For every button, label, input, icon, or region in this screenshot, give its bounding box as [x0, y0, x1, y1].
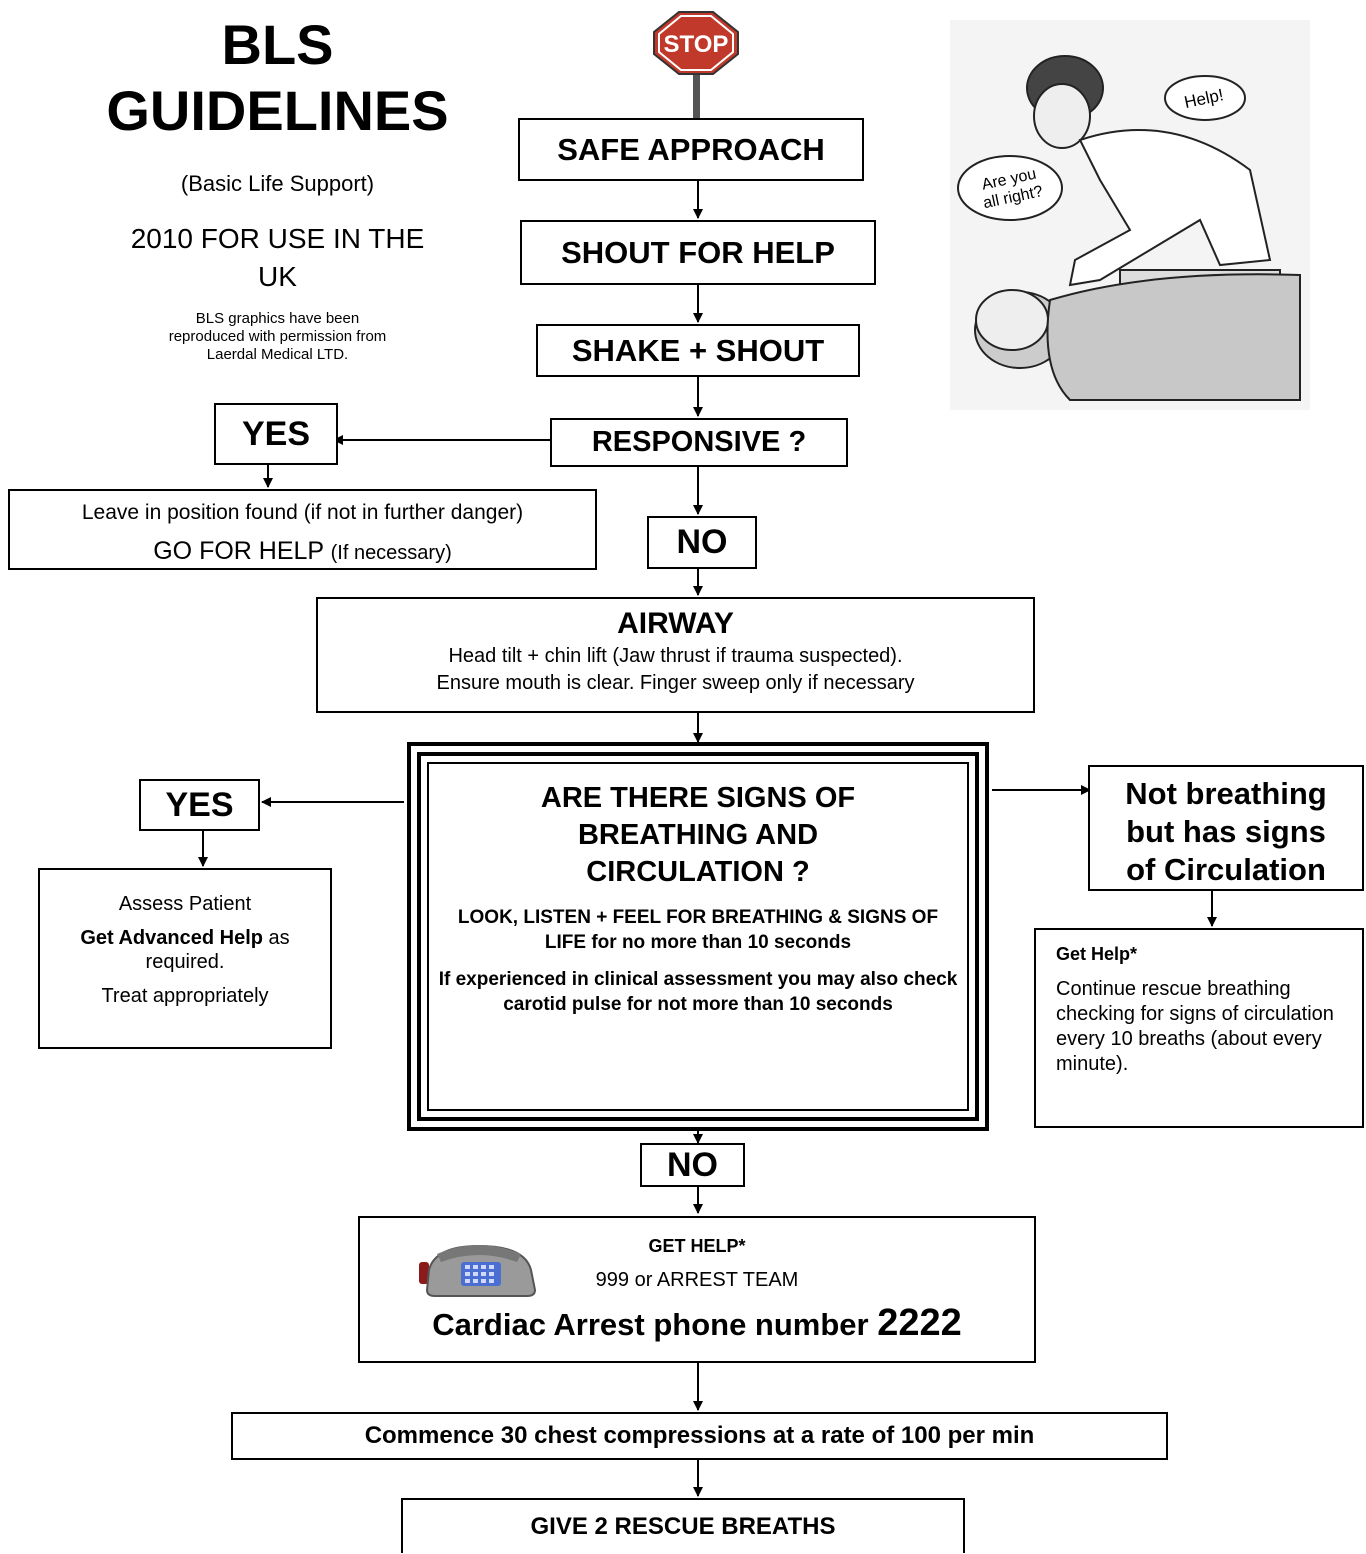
compressions-box: Commence 30 chest compressions at a rate…: [231, 1412, 1168, 1460]
go-for-help-text: GO FOR HELP: [153, 537, 324, 565]
not-breathing-line-3: of Circulation: [1126, 852, 1326, 887]
rescuer-illustration: Help! Are you all right?: [950, 20, 1310, 410]
airway-line-2: Ensure mouth is clear. Finger sweep only…: [436, 672, 915, 694]
assess-line-2: Get Advanced Help as required.: [48, 926, 322, 974]
stop-sign-icon: STOP: [653, 11, 739, 75]
leave-in-position-box: Leave in position found (if not in furth…: [8, 489, 597, 570]
cardiac-arrest-number: 2222: [877, 1302, 962, 1344]
as-required-text: as required.: [145, 927, 290, 973]
get-help-box: GET HELP* 999 or ARREST TEAM Cardiac Arr…: [358, 1216, 1036, 1363]
stop-sign-pole: [693, 70, 700, 118]
credit-line-3: Laerdal Medical LTD.: [206, 346, 349, 363]
year-note: 2010 FOR USE IN THE UK: [40, 220, 515, 296]
help-bubble: [1164, 75, 1246, 121]
airway-title: AIRWAY: [617, 607, 734, 640]
year-line-1: 2010 FOR USE IN THE: [130, 223, 425, 254]
yes-breathing-box: YES: [139, 779, 260, 831]
leave-line-1: Leave in position found (if not in furth…: [81, 501, 524, 524]
signs-title-line-1: ARE THERE SIGNS OF: [540, 782, 856, 814]
cardiac-arrest-line: Cardiac Arrest phone number 2222: [360, 1302, 1034, 1345]
airway-box: AIRWAY Head tilt + chin lift (Jaw thrust…: [316, 597, 1035, 713]
get-help-right-title: Get Help*: [1056, 944, 1138, 964]
airway-line-1: Head tilt + chin lift (Jaw thrust if tra…: [448, 645, 903, 667]
rescue-breathing-box: Get Help* Continue rescue breathing chec…: [1034, 928, 1364, 1128]
credit-line-1: BLS graphics have been: [195, 310, 360, 327]
if-necessary-text: (If necessary): [330, 542, 452, 564]
safe-approach-box: SAFE APPROACH: [518, 118, 864, 181]
get-help-title: GET HELP*: [648, 1236, 746, 1256]
not-breathing-box: Not breathing but has signs of Circulati…: [1088, 765, 1364, 891]
signs-look-text: LOOK, LISTEN + FEEL FOR BREATHING & SIGN…: [457, 907, 939, 953]
signs-box-outer: ARE THERE SIGNS OF BREATHING AND CIRCULA…: [407, 742, 989, 1131]
shake-shout-box: SHAKE + SHOUT: [536, 324, 860, 377]
no-breathing-box: NO: [640, 1143, 745, 1187]
cardiac-arrest-text: Cardiac Arrest phone number: [432, 1307, 878, 1342]
page-title: BLS GUIDELINES: [40, 12, 515, 144]
signs-experienced-text: If experienced in clinical assessment yo…: [438, 969, 958, 1015]
continue-rescue-text: Continue rescue breathing checking for s…: [1056, 978, 1334, 1075]
get-help-number: 999 or ARREST TEAM: [595, 1269, 799, 1291]
rescue-breaths-box: GIVE 2 RESCUE BREATHS: [401, 1498, 965, 1553]
leave-line-2: GO FOR HELP (If necessary): [10, 537, 595, 566]
signs-title-line-3: CIRCULATION ?: [586, 856, 810, 888]
title-line-1: BLS: [221, 13, 334, 76]
question-bubble: [957, 155, 1063, 221]
rescuer-face: [1033, 83, 1091, 149]
shout-for-help-box: SHOUT FOR HELP: [520, 220, 876, 285]
signs-title-line-2: BREATHING AND: [577, 819, 819, 851]
signs-box-middle: ARE THERE SIGNS OF BREATHING AND CIRCULA…: [417, 752, 979, 1121]
assess-line-3: Treat appropriately: [101, 985, 269, 1007]
assess-line-1: Assess Patient: [118, 893, 252, 915]
responsive-box: RESPONSIVE ?: [550, 418, 848, 467]
patient-body: [1046, 273, 1301, 401]
patient-face: [975, 289, 1049, 351]
signs-title: ARE THERE SIGNS OF BREATHING AND CIRCULA…: [429, 780, 967, 891]
yes-responsive-box: YES: [214, 403, 338, 465]
no-responsive-box: NO: [647, 516, 757, 569]
signs-box-inner: ARE THERE SIGNS OF BREATHING AND CIRCULA…: [427, 762, 969, 1111]
stop-sign-label: STOP: [664, 31, 729, 58]
get-advanced-help-text: Get Advanced Help: [80, 927, 263, 949]
assess-patient-box: Assess Patient Get Advanced Help as requ…: [38, 868, 332, 1049]
credit-note: BLS graphics have been reproduced with p…: [90, 310, 465, 364]
not-breathing-line-1: Not breathing: [1125, 776, 1327, 811]
not-breathing-line-2: but has signs: [1126, 814, 1326, 849]
year-line-2: UK: [258, 261, 297, 292]
rescuer-body: [1068, 129, 1272, 287]
title-line-2: GUIDELINES: [106, 79, 449, 142]
subtitle: (Basic Life Support): [180, 171, 375, 196]
credit-line-2: reproduced with permission from: [168, 328, 387, 345]
telephone-icon: [419, 1244, 537, 1297]
